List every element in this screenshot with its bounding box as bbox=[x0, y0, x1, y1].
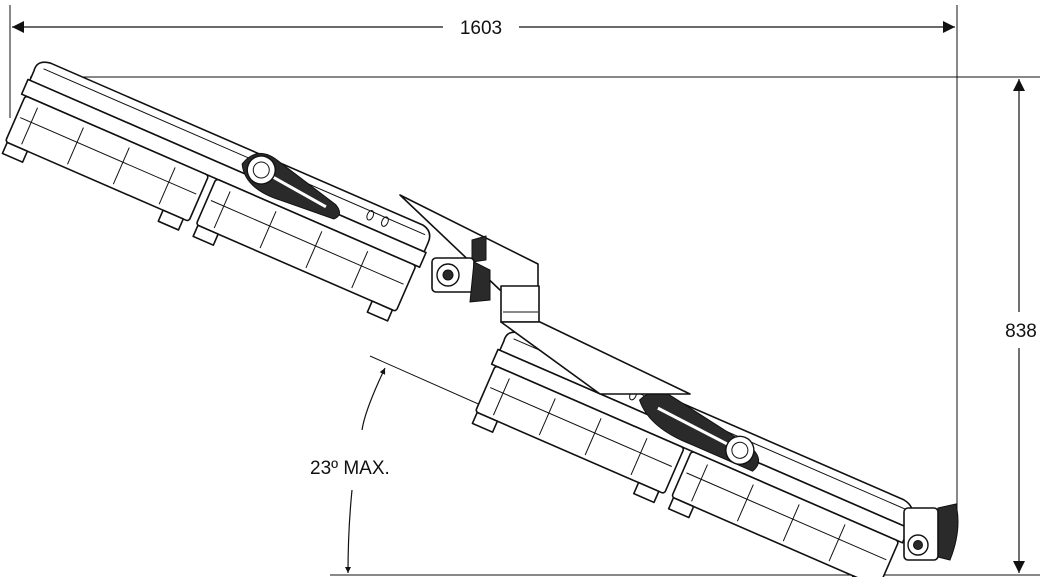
pivot-joints bbox=[431, 235, 959, 561]
angle-dimension: 23º MAX. bbox=[310, 355, 511, 574]
extension-lines bbox=[9, 5, 1040, 576]
height-dimension: 838 bbox=[1005, 79, 1037, 573]
upper-luminaire-head bbox=[1, 61, 431, 322]
width-dimension-label: 1603 bbox=[460, 18, 502, 39]
lower-luminaire-head bbox=[471, 331, 914, 577]
height-dimension-label: 838 bbox=[1005, 321, 1037, 342]
width-dimension: 1603 bbox=[12, 18, 955, 39]
angle-dimension-label: 23º MAX. bbox=[310, 458, 390, 479]
connecting-arm bbox=[399, 194, 691, 395]
